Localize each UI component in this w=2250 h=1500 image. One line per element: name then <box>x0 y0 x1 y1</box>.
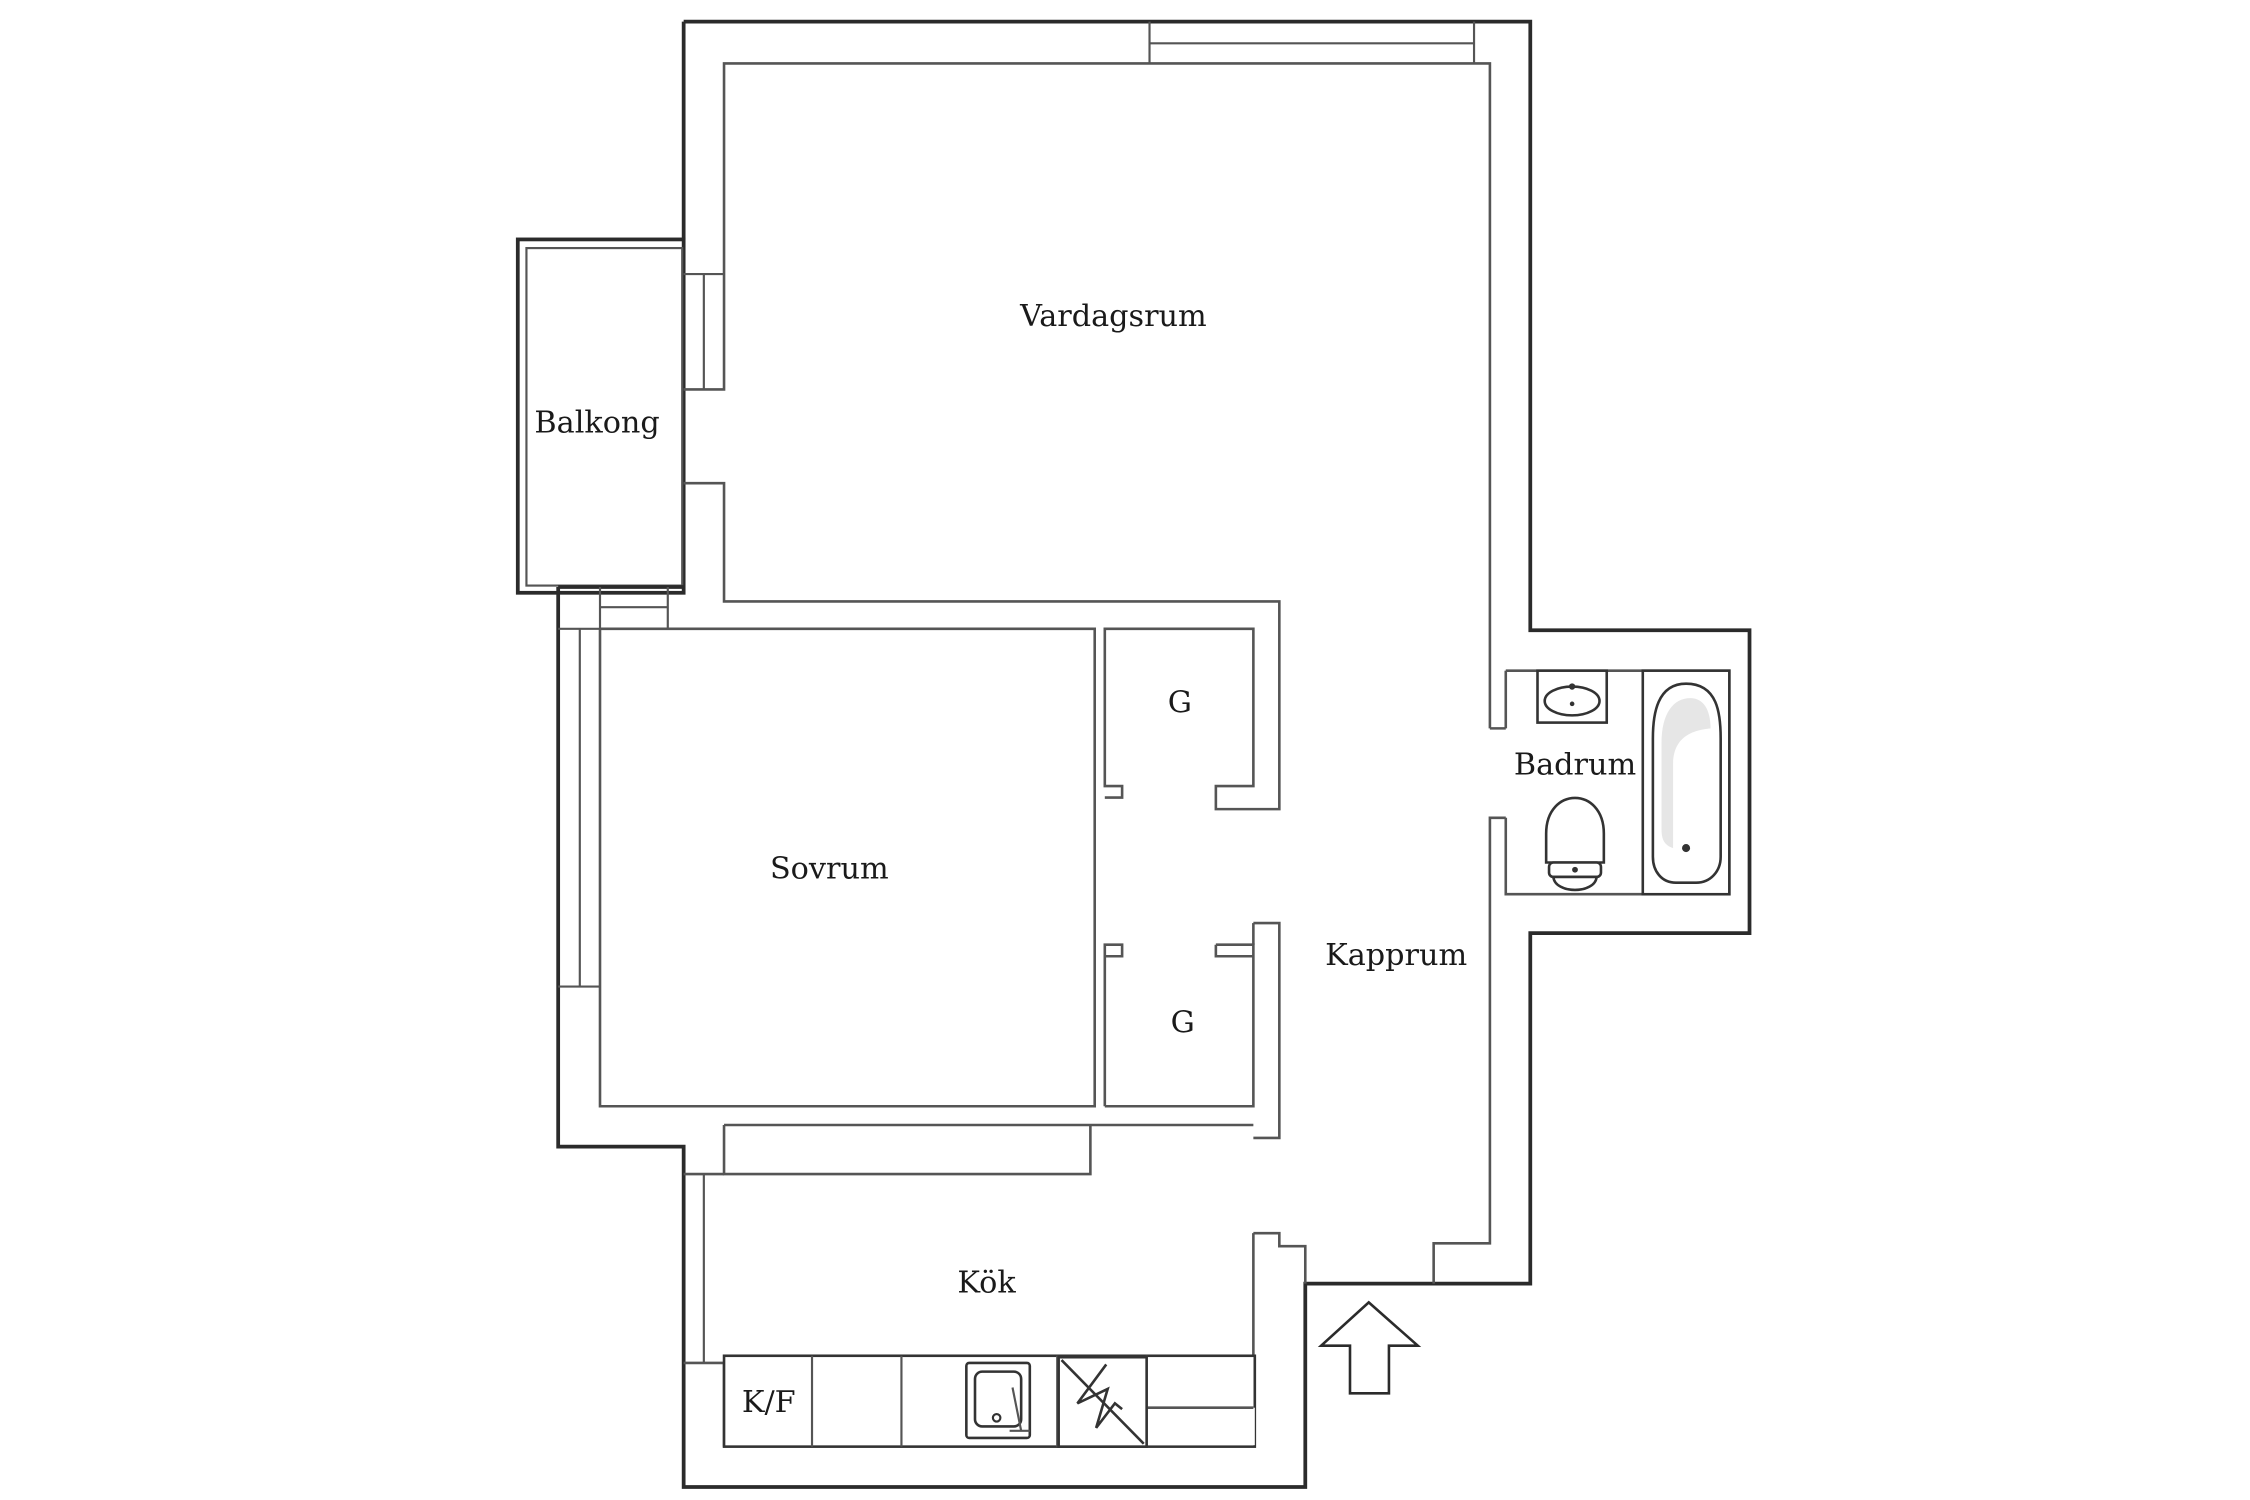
toilet-icon <box>1544 796 1606 892</box>
label-kyl-frys: K/F <box>742 1385 796 1420</box>
label-sovrum: Sovrum <box>770 851 889 886</box>
stove-icon <box>1057 1355 1148 1448</box>
bathroom-fixtures <box>1536 669 1731 896</box>
inner-walls <box>558 21 1731 1447</box>
bathtub-icon <box>1641 669 1731 896</box>
label-kok: Kök <box>957 1265 1016 1300</box>
outer-wall-outline <box>556 19 1752 1489</box>
room-labels: Vardagsrum Balkong G Badrum Sovrum Kappr… <box>534 299 1636 1420</box>
label-kapprum: Kapprum <box>1325 938 1467 973</box>
label-garderob-top: G <box>1168 686 1192 721</box>
arrow-up-icon <box>1317 1300 1422 1395</box>
label-vardagsrum: Vardagsrum <box>1019 299 1207 334</box>
washbasin-icon <box>1536 669 1609 724</box>
label-badrum: Badrum <box>1514 748 1636 783</box>
label-balkong: Balkong <box>534 406 659 441</box>
label-garderob-bottom: G <box>1171 1006 1195 1041</box>
kitchen-sink-icon <box>965 1361 1032 1440</box>
kitchen-counter <box>722 1354 1257 1448</box>
